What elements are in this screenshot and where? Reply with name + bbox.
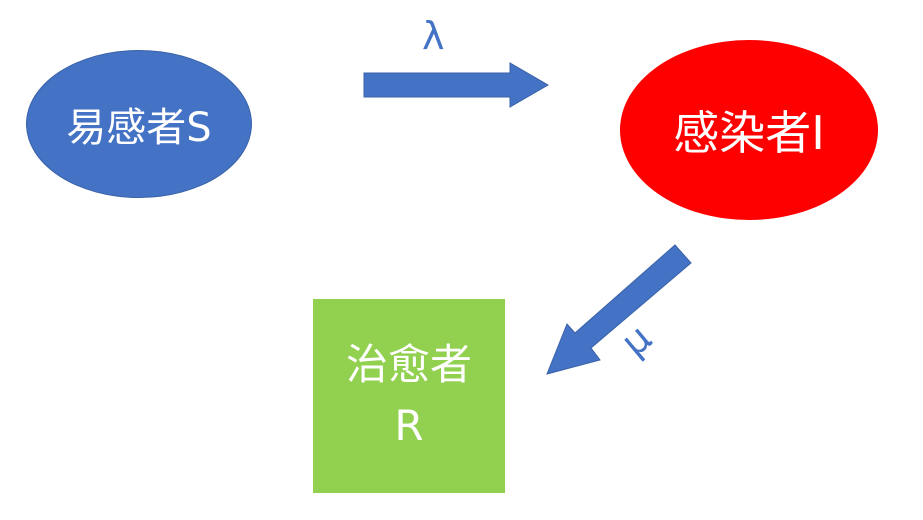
susceptible-node: 易感者S bbox=[26, 50, 252, 198]
recovered-label-line2: R bbox=[394, 401, 424, 450]
recovery-arrow bbox=[546, 244, 692, 375]
infection-rate-label: λ bbox=[422, 14, 445, 58]
susceptible-label: 易感者S bbox=[66, 105, 212, 151]
recovered-label-line1: 治愈者 bbox=[345, 340, 472, 390]
recovered-node: 治愈者 R bbox=[313, 299, 505, 493]
infected-node: 感染者I bbox=[620, 40, 878, 220]
infection-arrow bbox=[363, 62, 549, 108]
infected-label: 感染者I bbox=[673, 106, 825, 160]
